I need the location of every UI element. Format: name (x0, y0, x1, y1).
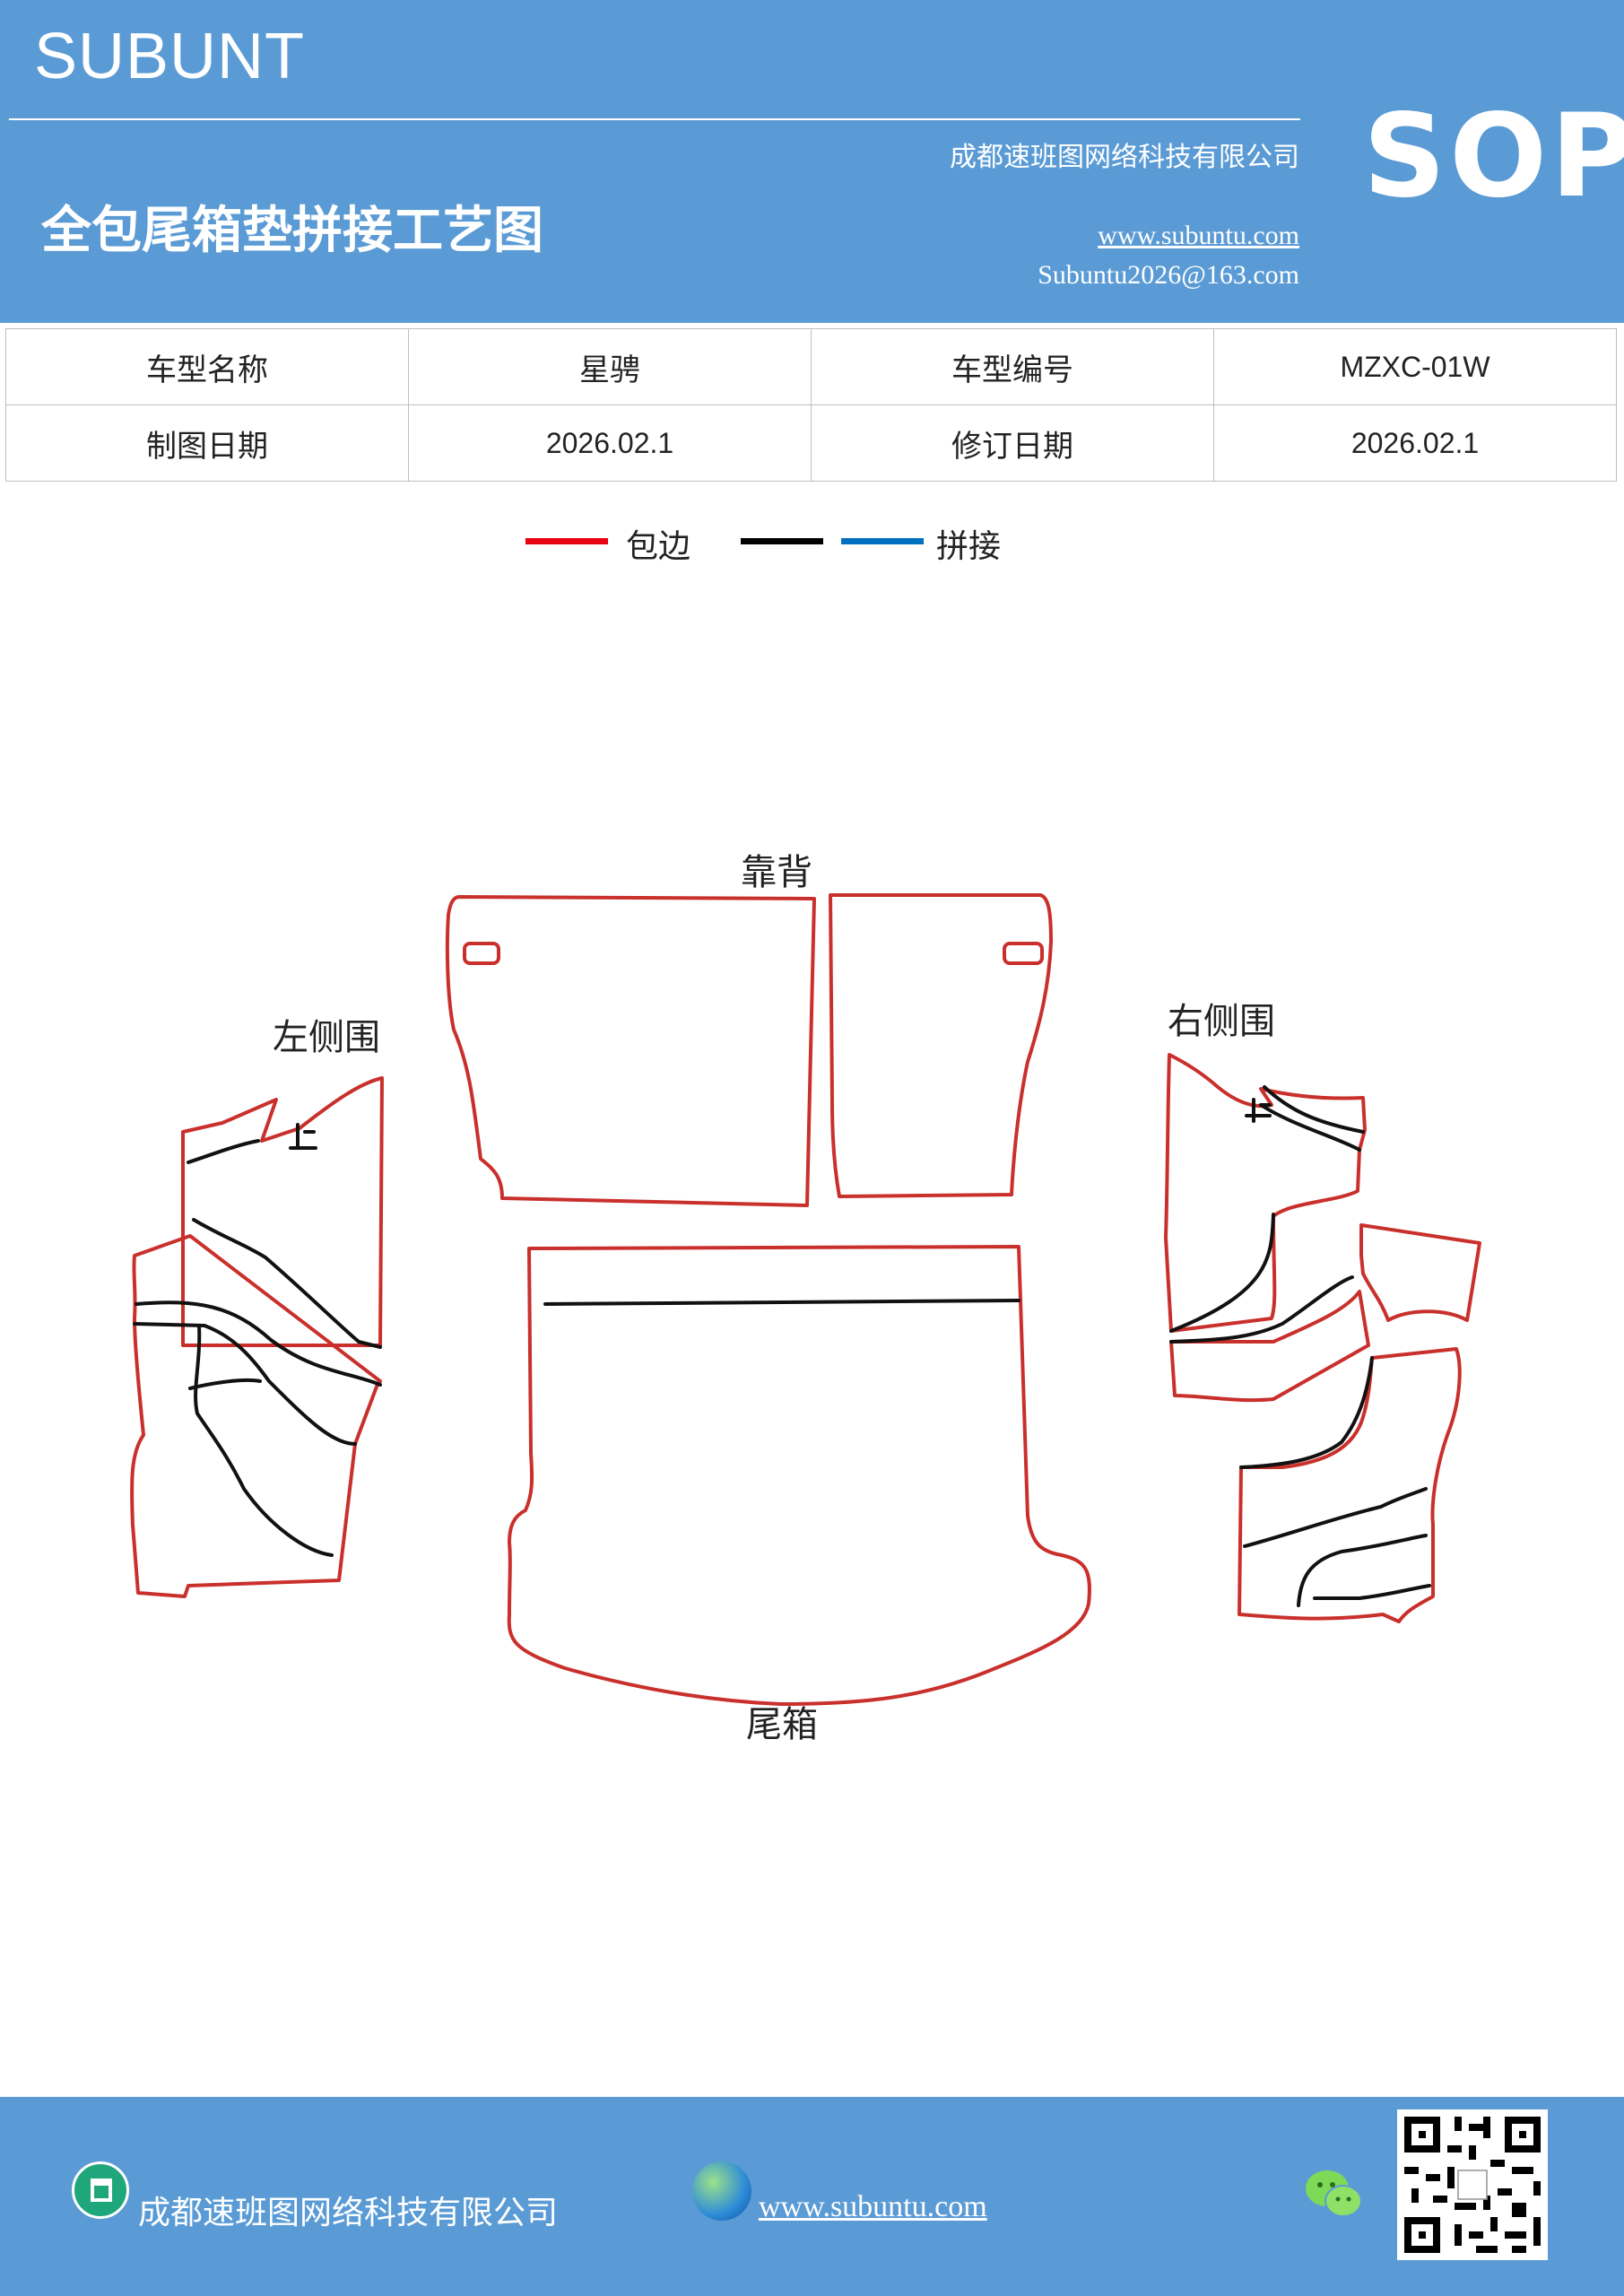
company-name: 成都速班图网络科技有限公司 (950, 142, 1299, 173)
right-seam-5 (1239, 1356, 1374, 1469)
model-code-label: 车型编号 (811, 328, 1214, 405)
legend: 包边 拼接 (0, 520, 1624, 574)
footer-banner: 成都速班图网络科技有限公司 www.subuntu.com (0, 2097, 1624, 2296)
trunk-label: 尾箱 (746, 1704, 818, 1745)
email-address: Subuntu2026@163.com (1038, 260, 1299, 290)
right-seam-3 (1169, 1213, 1275, 1333)
left-seam-3 (135, 1300, 382, 1387)
draw-date-label: 制图日期 (5, 404, 409, 482)
backrest-left-slot (463, 942, 500, 965)
model-name-label: 车型名称 (5, 328, 409, 405)
right-seam-8 (1313, 1584, 1431, 1600)
left-seam-5 (194, 1324, 334, 1557)
backrest-label: 靠背 (741, 852, 812, 893)
right-side-lower-panel (1238, 1347, 1462, 1623)
legend-seam-swatch-black (741, 538, 823, 544)
right-seam-2 (1259, 1103, 1361, 1152)
legend-edge-label: 包边 (626, 528, 691, 565)
brand-name: SUBUNT (34, 21, 306, 92)
header-divider (9, 118, 1300, 120)
globe-icon (692, 2161, 751, 2221)
trunk-seam-line (543, 1299, 1020, 1306)
right-side-label: 右侧围 (1168, 1001, 1275, 1042)
right-seam-4 (1169, 1275, 1354, 1344)
model-name-value: 星骋 (408, 328, 812, 405)
revise-date-label: 修订日期 (811, 404, 1214, 482)
wechat-icon[interactable] (1304, 2167, 1363, 2221)
backrest-right-panel (829, 893, 1053, 1198)
right-mark (1245, 1098, 1272, 1123)
left-seam-4 (133, 1322, 357, 1446)
info-table: 车型名称 星骋 车型编号 MZXC-01W 制图日期 2026.02.1 修订日… (5, 328, 1617, 482)
backrest-left-panel (445, 895, 816, 1207)
right-side-mid-panel (1169, 1290, 1370, 1403)
draw-date-value: 2026.02.1 (408, 404, 812, 482)
website-link[interactable]: www.subuntu.com (1098, 221, 1299, 250)
qr-code (1397, 2109, 1548, 2260)
building-icon (72, 2161, 129, 2219)
document-title: 全包尾箱垫拼接工艺图 (41, 202, 543, 260)
footer-website-link[interactable]: www.subuntu.com (759, 2190, 987, 2223)
legend-seam-swatch-blue (841, 538, 924, 544)
right-seam-7 (1297, 1534, 1428, 1607)
left-seam-2 (192, 1218, 382, 1349)
table-row: 制图日期 2026.02.1 修订日期 2026.02.1 (5, 404, 1617, 482)
left-side-panel (181, 1076, 384, 1347)
left-seam-1 (187, 1139, 260, 1164)
left-side-lower-panel (130, 1234, 382, 1598)
left-seam-6 (188, 1378, 262, 1390)
legend-edge-swatch (525, 538, 608, 544)
table-row: 车型名称 星骋 车型编号 MZXC-01W (5, 328, 1617, 405)
right-side-panel (1164, 1053, 1367, 1333)
right-side-corner-panel (1359, 1223, 1481, 1322)
left-side-label: 左侧围 (273, 1017, 380, 1058)
model-code-value: MZXC-01W (1213, 328, 1617, 405)
right-seam-6 (1243, 1487, 1428, 1548)
right-seam-1 (1263, 1085, 1365, 1134)
sop-badge: SOP (1363, 90, 1624, 223)
left-mark (289, 1123, 317, 1150)
header-banner: SUBUNT 成都速班图网络科技有限公司 全包尾箱垫拼接工艺图 www.subu… (0, 0, 1624, 323)
legend-seam-label: 拼接 (936, 528, 1002, 565)
backrest-right-slot (1003, 942, 1044, 965)
trunk-floor-panel (507, 1245, 1091, 1706)
revise-date-value: 2026.02.1 (1213, 404, 1617, 482)
footer-company-name: 成都速班图网络科技有限公司 (138, 2195, 559, 2231)
